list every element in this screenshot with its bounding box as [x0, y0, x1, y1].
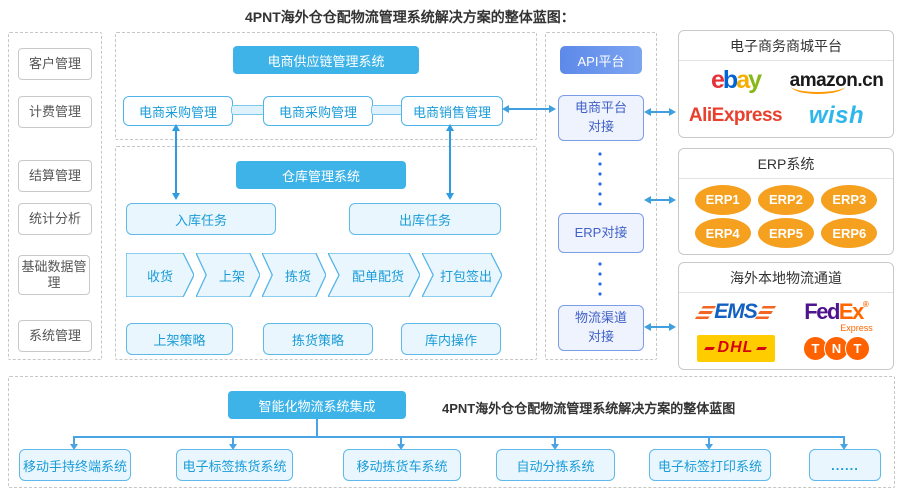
arrow-purchase-to-inbound — [172, 124, 180, 200]
sales-management-box: 电商销售管理 — [401, 96, 503, 126]
tree-drop-arrow — [397, 436, 405, 450]
integration-caption: 4PNT海外仓仓配物流管理系统解决方案的整体蓝图 — [442, 401, 736, 416]
arrow-sales-to-ecommerce-api — [502, 105, 556, 113]
process-step-shelving: 上架 — [196, 253, 260, 297]
dotted-connector — [598, 149, 602, 207]
tree-bar — [73, 436, 845, 438]
page-title: 4PNT海外仓仓配物流管理系统解决方案的整体蓝图： — [245, 9, 575, 25]
erp-badge: ERP6 — [821, 218, 878, 249]
shelving-strategy-box: 上架策略 — [126, 323, 233, 355]
erp-api-box: ERP对接 — [558, 213, 644, 253]
process-step-packing: 打包签出 — [422, 253, 502, 297]
in-warehouse-ops-box: 库内操作 — [401, 323, 501, 355]
label-printing-system-box: 电子标签打印系统 — [649, 449, 771, 481]
logistics-logo-grid: EMS FedEx®Express DHL T N T — [679, 293, 893, 369]
customer-management-box: 客户管理 — [18, 48, 92, 80]
chevron-shape-icon — [262, 253, 326, 297]
supply-chain-panel: 电商供应链管理系统 电商采购管理 电商采购管理 电商销售管理 — [115, 32, 537, 140]
chevron-shape-icon — [422, 253, 502, 297]
purchase-management-box-1: 电商采购管理 — [123, 96, 233, 126]
arrow-sales-to-outbound — [446, 124, 454, 200]
integration-panel: 智能化物流系统集成 4PNT海外仓仓配物流管理系统解决方案的整体蓝图 移动手持终… — [8, 376, 895, 488]
erp-systems-box: ERP系统 ERP1 ERP2 ERP3 ERP4 ERP5 ERP6 — [678, 148, 894, 255]
arrow-erp-api-to-erp-systems — [644, 196, 676, 204]
warehouse-header: 仓库管理系统 — [236, 161, 406, 189]
more-systems-box: ...... — [809, 449, 881, 481]
fedex-logo: FedEx®Express — [804, 299, 873, 334]
erp-badge: ERP5 — [757, 218, 814, 249]
ecommerce-platforms-header: 电子商务商城平台 — [679, 31, 893, 61]
chevron-shape-icon — [126, 253, 194, 297]
api-platform-header: API平台 — [560, 46, 642, 74]
erp-badge: ERP4 — [694, 218, 751, 249]
erp-badge-grid: ERP1 ERP2 ERP3 ERP4 ERP5 ERP6 — [679, 179, 893, 254]
logistics-api-box: 物流渠道对接 — [558, 305, 644, 351]
dotted-connector — [598, 259, 602, 301]
ebay-logo: ebay — [711, 65, 762, 94]
chevron-shape-icon — [328, 253, 420, 297]
settlement-management-box: 结算管理 — [18, 160, 92, 192]
ecommerce-api-box: 电商平台对接 — [558, 95, 644, 141]
logistics-channels-box: 海外本地物流通道 EMS FedEx®Express DHL T N T — [678, 262, 894, 370]
management-modules-panel: 客户管理 计费管理 结算管理 统计分析 基础数据管理 系统管理 — [8, 32, 102, 360]
ecommerce-logo-grid: ebay amazon.cn AliExpress wish — [679, 61, 893, 137]
tree-drop-arrow — [229, 436, 237, 450]
logistics-channels-header: 海外本地物流通道 — [679, 263, 893, 293]
erp-badge: ERP1 — [694, 184, 751, 215]
handheld-terminal-system-box: 移动手持终端系统 — [19, 449, 131, 481]
base-data-management-box: 基础数据管理 — [18, 255, 90, 295]
tnt-logo: T N T — [803, 335, 870, 361]
ems-logo: EMS — [695, 300, 776, 324]
billing-management-box: 计费管理 — [18, 96, 92, 128]
tree-stem — [316, 419, 318, 436]
picking-strategy-box: 拣货策略 — [263, 323, 373, 355]
tree-drop-arrow — [551, 436, 559, 450]
inbound-task-box: 入库任务 — [126, 203, 276, 235]
amazon-logo: amazon.cn — [789, 69, 884, 94]
process-step-order-assembly: 配单配货 — [328, 253, 420, 297]
dhl-logo: DHL — [696, 334, 775, 362]
warehouse-panel: 仓库管理系统 入库任务 出库任务 收货 上架 拣货 配单配货 打包签出 — [115, 146, 537, 360]
erp-badge: ERP2 — [757, 184, 814, 215]
auto-sorting-system-box: 自动分拣系统 — [496, 449, 615, 481]
connector-bar — [371, 105, 403, 115]
tree-drop-arrow — [70, 436, 78, 450]
wish-logo: wish — [808, 102, 865, 130]
outbound-task-box: 出库任务 — [349, 203, 501, 235]
label-picking-system-box: 电子标签拣货系统 — [176, 449, 293, 481]
dhl-dash-icon — [756, 346, 768, 350]
arrow-ecommerce-api-to-platforms — [644, 108, 676, 116]
process-step-picking: 拣货 — [262, 253, 326, 297]
picking-cart-system-box: 移动拣货车系统 — [343, 449, 461, 481]
tree-drop-arrow — [705, 436, 713, 450]
tree-drop-arrow — [840, 436, 848, 450]
statistics-analysis-box: 统计分析 — [18, 203, 92, 235]
supply-chain-header: 电商供应链管理系统 — [233, 46, 419, 74]
chevron-shape-icon — [196, 253, 260, 297]
ems-stripes-icon — [754, 305, 776, 319]
erp-badge: ERP3 — [821, 184, 878, 215]
ecommerce-platforms-box: 电子商务商城平台 ebay amazon.cn AliExpress wish — [678, 30, 894, 138]
arrow-logistics-api-to-channels — [644, 323, 676, 331]
dhl-dash-icon — [703, 346, 715, 350]
erp-systems-header: ERP系统 — [679, 149, 893, 179]
integration-header: 智能化物流系统集成 — [228, 391, 406, 419]
api-platform-panel: API平台 电商平台对接 ERP对接 物流渠道对接 — [545, 32, 657, 360]
purchase-management-box-2: 电商采购管理 — [263, 96, 373, 126]
ems-stripes-icon — [695, 305, 717, 319]
aliexpress-logo: AliExpress — [688, 105, 783, 127]
process-step-receiving: 收货 — [126, 253, 194, 297]
connector-bar — [231, 105, 265, 115]
system-management-box: 系统管理 — [18, 320, 92, 352]
